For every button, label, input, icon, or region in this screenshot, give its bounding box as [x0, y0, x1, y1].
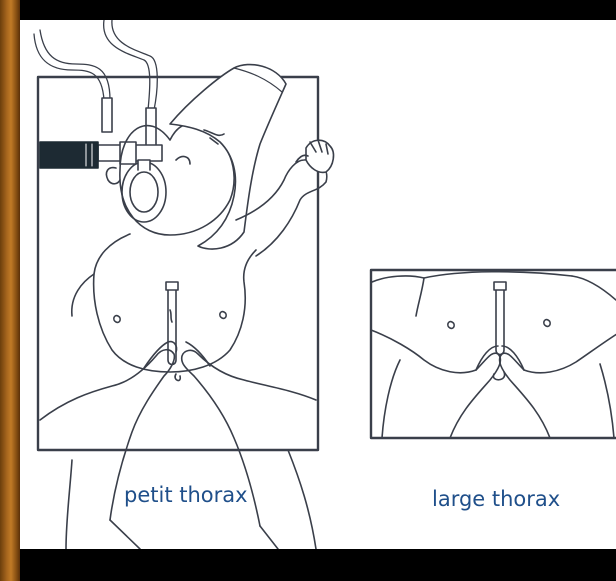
oxygen-tubes	[34, 20, 157, 110]
hand-right-large	[500, 332, 616, 438]
illustration-panel: petit thorax large thorax	[20, 20, 616, 549]
glove-cuff-right	[260, 526, 278, 549]
baby-head	[120, 124, 234, 235]
table-frame-left	[38, 77, 318, 450]
nipple-right-large	[544, 320, 550, 327]
sternum-tube-large	[494, 282, 506, 355]
nipple-right	[220, 312, 226, 319]
caption-large-thorax: large thorax	[432, 487, 560, 511]
baby-torso	[94, 234, 256, 372]
nipple-left	[114, 316, 120, 323]
nipple-left-large	[448, 322, 454, 329]
caption-small-thorax: petit thorax	[124, 483, 248, 507]
small-thorax-illustration	[34, 20, 333, 549]
dark-mask-block	[40, 142, 98, 168]
glove-cuff-left	[66, 460, 72, 549]
large-thorax-illustration	[371, 270, 616, 438]
bag-mask-valve	[98, 98, 162, 164]
illustration-svg	[20, 20, 616, 549]
face-mask	[122, 162, 166, 222]
wood-border	[0, 0, 20, 581]
